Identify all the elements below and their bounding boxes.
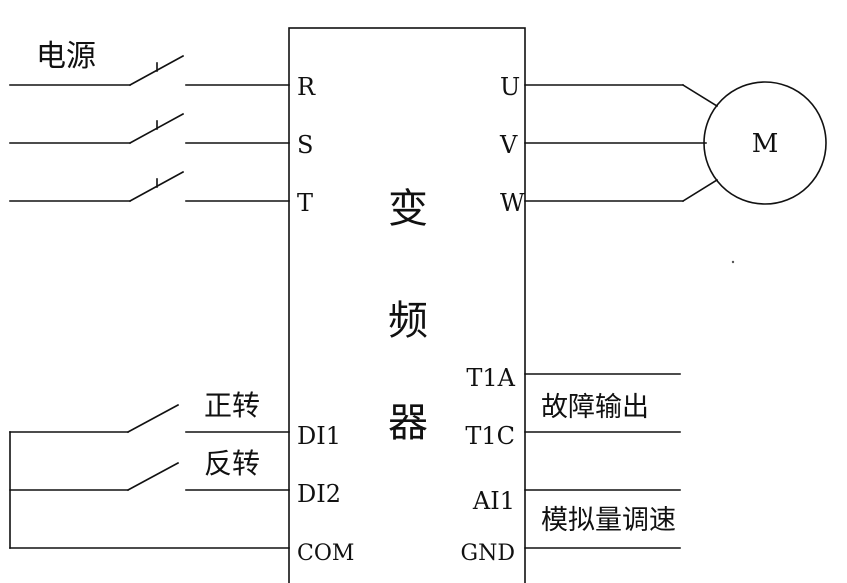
terminal-ai1: AI1 — [472, 487, 515, 515]
forward-switch — [9, 403, 290, 434]
power-label: 电源 — [36, 39, 96, 74]
terminal-v: V — [499, 131, 518, 159]
inverter-title-char-3: 器 — [388, 400, 428, 446]
analog-lines — [524, 489, 681, 549]
terminal-r: R — [297, 73, 316, 101]
motor-wiring — [524, 83, 719, 203]
terminal-t: T — [297, 189, 313, 217]
inverter-title-char-1: 变 — [388, 186, 428, 232]
terminal-com: COM — [297, 541, 354, 566]
analog-speed-label: 模拟量调速 — [541, 505, 676, 536]
reverse-label: 反转 — [204, 447, 260, 480]
power-breaker-s — [9, 112, 290, 145]
terminal-di1: DI1 — [297, 422, 341, 450]
terminal-w: W — [500, 189, 525, 217]
forward-label: 正转 — [204, 389, 260, 422]
motor-circle — [703, 81, 827, 205]
terminal-s: S — [297, 131, 313, 159]
relay-output-lines — [524, 373, 681, 433]
stray-dot — [731, 260, 735, 264]
reverse-switch — [9, 461, 290, 492]
fault-output-label: 故障输出 — [541, 392, 649, 423]
terminal-di2: DI2 — [297, 480, 341, 508]
power-breaker-r — [9, 54, 290, 87]
motor-label: M — [752, 129, 779, 159]
terminal-t1c: T1C — [465, 422, 515, 450]
terminal-gnd: GND — [461, 541, 515, 566]
power-breaker-t — [9, 170, 290, 203]
terminal-t1a: T1A — [466, 364, 515, 392]
terminal-u: U — [500, 73, 520, 101]
inverter-title-char-2: 频 — [388, 298, 428, 344]
common-loop — [9, 431, 290, 549]
inverter-box — [288, 27, 526, 583]
